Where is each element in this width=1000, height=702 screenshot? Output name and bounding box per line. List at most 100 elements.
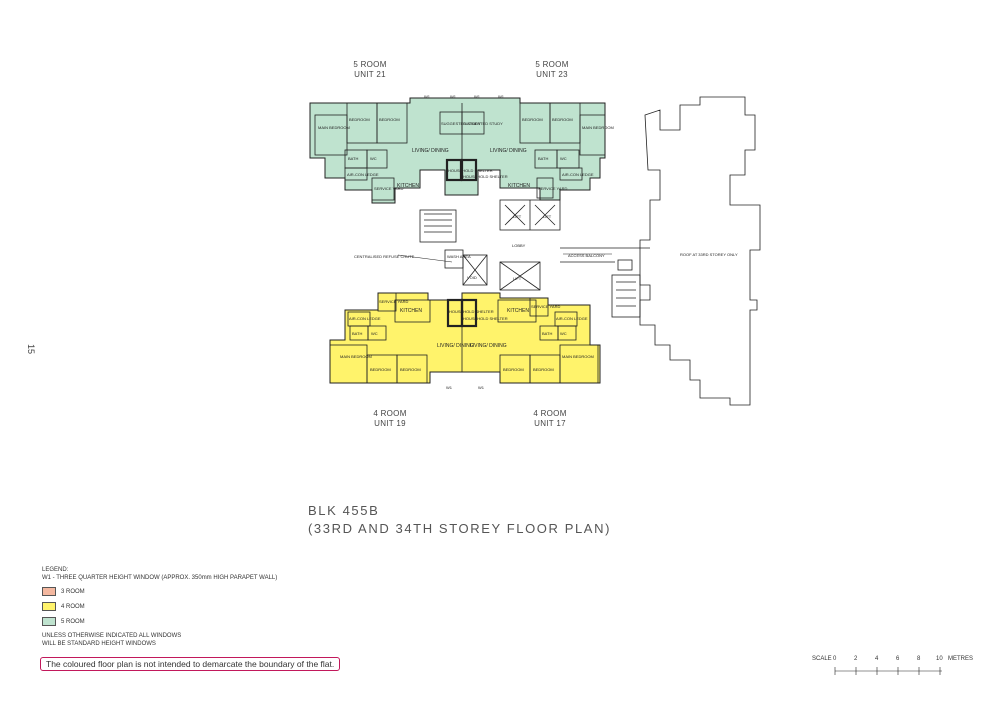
kitchen-label: KITCHEN xyxy=(507,308,529,314)
living-dining-label: LIVING/ DINING xyxy=(412,148,449,154)
scale-bar xyxy=(834,667,942,675)
w1-marker: W1 xyxy=(498,94,505,99)
wc-label: WC xyxy=(560,156,567,161)
wc-label: WC xyxy=(371,331,378,336)
wc-label: WC xyxy=(370,156,377,161)
bedroom-label: BEDROOM xyxy=(400,367,421,372)
unit-23-label: 5 ROOM UNIT 23 xyxy=(522,60,582,80)
bedroom-label: BEDROOM xyxy=(370,367,391,372)
lift-label: LIFT xyxy=(543,214,552,219)
living-dining-label: LIVING/ DINING xyxy=(437,343,474,349)
main-bedroom-label: MAIN BEDROOM xyxy=(582,125,614,130)
study-label: SUGGESTED STUDY xyxy=(463,121,503,126)
lift-label: LIFT xyxy=(513,214,522,219)
legend-w1-note: W1 - THREE QUARTER HEIGHT WINDOW (APPROX… xyxy=(42,575,278,581)
shelter-label: HOUSEHOLD SHELTER xyxy=(448,168,493,173)
wc-label: WC xyxy=(560,331,567,336)
w1-marker: W1 xyxy=(474,94,481,99)
service-yard-label: SERVICE YARD xyxy=(538,186,567,191)
unit-21-label: 5 ROOM UNIT 21 xyxy=(340,60,400,80)
bedroom-label: BEDROOM xyxy=(349,117,370,122)
legend-item-5-room: 5 ROOM xyxy=(42,616,277,627)
kitchen-label: KITCHEN xyxy=(400,308,422,314)
bath-label: BATH xyxy=(542,331,552,336)
aircon-ledge-label: AIR-CON LEDGE xyxy=(562,172,594,177)
unit-23-number: UNIT 23 xyxy=(536,70,568,79)
aircon-ledge-label: AIR-CON LEDGE xyxy=(349,316,381,321)
wash-area-label: WASH AREA xyxy=(447,254,471,259)
bedroom-label: BEDROOM xyxy=(552,117,573,122)
aircon-ledge-label: AIR-CON LEDGE xyxy=(556,316,588,321)
bath-label: BATH xyxy=(352,331,362,336)
service-yard-label: SERVICE YARD xyxy=(531,304,560,309)
living-dining-label: LIVING/ DINING xyxy=(470,343,507,349)
living-dining-label: LIVING/ DINING xyxy=(490,148,527,154)
scale-tick: 10 xyxy=(936,656,943,662)
shelter-label: HOUSEHOLD SHELTER xyxy=(463,174,508,179)
legend-swatch-5-room xyxy=(42,617,56,626)
roof-outline xyxy=(639,96,761,406)
shelter-label: HOUSEHOLD SHELTER xyxy=(463,316,508,321)
main-bedroom-label: MAIN BEDROOM xyxy=(562,354,594,359)
legend-label-3-room: 3 ROOM xyxy=(61,588,85,595)
kitchen-label: KITCHEN xyxy=(508,183,530,189)
scale-label: SCALE xyxy=(812,656,832,662)
service-yard-label: SERVICE YARD xyxy=(379,299,408,304)
shelter-label: HOUSEHOLD SHELTER xyxy=(449,309,494,314)
block-title: BLK 455B xyxy=(308,503,380,518)
scale-tick: 2 xyxy=(854,656,858,662)
legend-footnote-2: WILL BE STANDARD HEIGHT WINDOWS xyxy=(42,641,156,647)
void-label: VOID xyxy=(467,275,477,280)
main-bedroom-label: MAIN BEDROOM xyxy=(318,125,350,130)
w1-marker: W1 xyxy=(478,385,485,390)
legend-item-3-room: 3 ROOM xyxy=(42,586,277,597)
bedroom-label: BEDROOM xyxy=(533,367,554,372)
bath-label: BATH xyxy=(348,156,358,161)
refuse-chute-label: CENTRALISED REFUSE CHUTE xyxy=(354,254,415,259)
plan-title: BLK 455B (33RD AND 34TH STOREY FLOOR PLA… xyxy=(308,502,611,538)
bedroom-label: BEDROOM xyxy=(379,117,400,122)
legend-footnote-1: UNLESS OTHERWISE INDICATED ALL WINDOWS xyxy=(42,633,182,639)
unit-21-number: UNIT 21 xyxy=(354,70,386,79)
scale-tick: 0 xyxy=(833,656,837,662)
leader-lines xyxy=(397,253,612,263)
legend-swatch-3-room xyxy=(42,587,56,596)
legend: LEGEND: W1 - THREE QUARTER HEIGHT WINDOW… xyxy=(42,566,277,648)
unit-17-type: 4 ROOM xyxy=(533,409,567,418)
unit-21-type: 5 ROOM xyxy=(353,60,387,69)
scale-tick: 6 xyxy=(896,656,900,662)
scale-unit: METRES xyxy=(948,656,974,662)
unit-19-type: 4 ROOM xyxy=(373,409,407,418)
unit-19-label: 4 ROOM UNIT 19 xyxy=(360,409,420,429)
kitchen-label: KITCHEN xyxy=(397,183,419,189)
access-balcony-label: ACCESS BALCONY xyxy=(568,253,605,258)
service-yard-label: SERVICE YARD xyxy=(374,186,403,191)
w1-marker: W1 xyxy=(424,94,431,99)
unit-17-number: UNIT 17 xyxy=(534,419,566,428)
legend-swatch-4-room xyxy=(42,602,56,611)
bedroom-label: BEDROOM xyxy=(503,367,524,372)
scale-tick: 4 xyxy=(875,656,879,662)
unit-17-label: 4 ROOM UNIT 17 xyxy=(520,409,580,429)
bedroom-label: BEDROOM xyxy=(522,117,543,122)
w1-marker: W1 xyxy=(450,94,457,99)
legend-label-5-room: 5 ROOM xyxy=(61,618,85,625)
main-bedroom-label: MAIN BEDROOM xyxy=(340,354,372,359)
room-labels: BEDROOM BEDROOM MAIN BEDROOM BEDROOM BED… xyxy=(318,94,738,390)
floor-subtitle: (33RD AND 34TH STOREY FLOOR PLAN) xyxy=(308,521,611,536)
unit-23-type: 5 ROOM xyxy=(535,60,569,69)
unit-19-number: UNIT 19 xyxy=(374,419,406,428)
core xyxy=(419,199,650,318)
legend-item-4-room: 4 ROOM xyxy=(42,601,277,612)
four-room-block xyxy=(329,292,601,384)
aircon-ledge-label: AIR-CON LEDGE xyxy=(347,172,379,177)
study-label: SUGGESTED STUDY xyxy=(441,121,481,126)
scale-tick: 8 xyxy=(917,656,921,662)
legend-label-4-room: 4 ROOM xyxy=(61,603,85,610)
lift-label: LIFT xyxy=(513,276,522,281)
roof-note: ROOF AT 33RD STOREY ONLY xyxy=(680,252,738,257)
lobby-label: LOBBY xyxy=(512,243,526,248)
five-room-block xyxy=(309,97,606,204)
w1-marker: W1 xyxy=(446,385,453,390)
